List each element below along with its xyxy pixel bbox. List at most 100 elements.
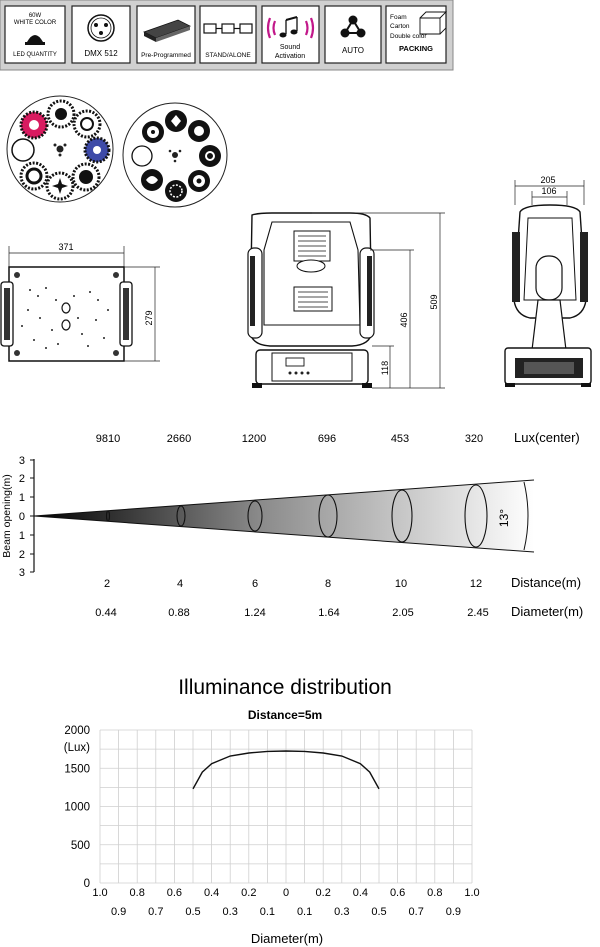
chart-x-tick-label: 0.6 xyxy=(167,887,182,899)
gobo-static-slot-7 xyxy=(141,169,163,191)
gobo-static-slot-4 xyxy=(199,145,221,167)
gobo-rotating-slot-3 xyxy=(72,109,102,139)
badge-led-line-1: 60W xyxy=(29,13,42,19)
beam-chart: Lux(center) 9810 2660 1200 696 453 320 B… xyxy=(1,430,583,619)
chart-x-tick-label: 0.4 xyxy=(353,887,368,899)
badge-packing-line-3: Double color xyxy=(390,33,427,40)
beam-diameter-value: 1.64 xyxy=(318,607,339,619)
chart-x-tick-label: 0.8 xyxy=(427,887,442,899)
xlr-connector-icon xyxy=(87,14,115,42)
gobo-static-slot-2 xyxy=(165,110,187,132)
badge-dmx: DMX 512 xyxy=(71,5,131,64)
music-note-icon xyxy=(266,16,315,39)
dim-side-inner: 106 xyxy=(541,186,556,196)
beam-diameter-value: 0.44 xyxy=(95,607,116,619)
beam-y-tick: 3 xyxy=(19,567,25,579)
chart-x-tick-label: 0.3 xyxy=(334,906,349,918)
badge-stand-alone: STAND/ALONE xyxy=(199,5,257,64)
illuminance-curve xyxy=(192,750,380,790)
fixture-front-view: 406 509 118 xyxy=(247,212,445,389)
chart-x-tick-label: 0.5 xyxy=(185,906,200,918)
beam-lux-value: 696 xyxy=(318,433,336,445)
beam-diameter-value: 0.88 xyxy=(168,607,189,619)
beam-distance-label: Distance(m) xyxy=(511,575,581,590)
gobo-static-slot-5 xyxy=(188,170,210,192)
gobo-wheel-static xyxy=(122,102,228,208)
chart-x-tick-label: 0.2 xyxy=(241,887,256,899)
beam-y-tick: 0 xyxy=(19,511,25,523)
gobo-rotating-slot-1 xyxy=(19,110,49,140)
beam-y-axis-label: Beam opening(m) xyxy=(1,474,13,557)
gobo-static-slot-3 xyxy=(188,120,210,142)
beam-diameter-value: 2.05 xyxy=(392,607,413,619)
beam-diameter-value: 2.45 xyxy=(467,607,488,619)
led-dome-icon xyxy=(27,35,43,42)
badge-packing: Foam Carton Double color PACKING xyxy=(385,5,448,64)
base-top-view: 371 279 xyxy=(0,242,160,362)
badge-led-line-2: WHITE COLOR xyxy=(14,20,57,26)
illuminance-chart: Illuminance distribution Distance=5m (Lu… xyxy=(64,676,480,946)
beam-diameter-label: Diameter(m) xyxy=(511,604,583,619)
beam-distance-tick: 6 xyxy=(252,578,258,590)
chart-y-tick-label: 2000 xyxy=(64,725,90,737)
beam-lux-value: 453 xyxy=(391,433,409,445)
badge-pre-programmed-label: Pre-Programmed xyxy=(141,52,191,59)
gobo-rotating-slot-7 xyxy=(19,161,49,191)
gobo-rotating-slot-open xyxy=(11,138,35,162)
gobo-rotating-slot-6 xyxy=(45,171,75,201)
chart-x-tick-label: 0.9 xyxy=(111,906,126,918)
dim-total-height: 509 xyxy=(429,294,439,309)
fixture-side-view: 205 106 xyxy=(504,175,592,387)
badge-packing-line-2: Carton xyxy=(390,23,410,30)
gobo-wheel-rotating xyxy=(6,95,114,203)
gobo-rotating-slot-2 xyxy=(46,99,76,129)
feature-bar: 60W WHITE COLOR LED QUANTITY DMX 512 xyxy=(0,0,454,71)
chart-x-tick-label: 0.7 xyxy=(409,906,424,918)
chart-y-tick-label: 1000 xyxy=(64,802,90,814)
chart-y-tick-label: 500 xyxy=(71,840,90,852)
beam-distance-tick: 2 xyxy=(104,578,110,590)
beam-y-tick: 2 xyxy=(19,473,25,485)
badge-pre-programmed: Pre-Programmed xyxy=(136,5,196,64)
dim-side-width: 205 xyxy=(540,175,555,185)
badge-auto-label: AUTO xyxy=(342,46,364,55)
carton-box-icon xyxy=(419,11,448,35)
chart-x-tick-label: 0.3 xyxy=(223,906,238,918)
chart-x-tick-label: 1.0 xyxy=(464,887,479,899)
chart-x-tick-label: 0.5 xyxy=(371,906,386,918)
beam-lux-label: Lux(center) xyxy=(514,430,580,445)
badge-led-line-3: LED QUANTITY xyxy=(13,52,57,58)
badge-dmx-label: DMX 512 xyxy=(84,49,118,58)
chip-icon xyxy=(142,19,192,42)
beam-cross-sections xyxy=(105,484,488,548)
chart-x-tick-label: 0.2 xyxy=(316,887,331,899)
linked-units-icon xyxy=(203,23,253,34)
beam-y-tick: 3 xyxy=(19,455,25,467)
gobo-static-slot-open xyxy=(131,145,153,167)
badge-sound-line-2: Activation xyxy=(275,53,305,60)
chart-x-tick-label: 0 xyxy=(283,887,289,899)
chart-x-axis-label: Diameter(m) xyxy=(251,931,323,946)
chart-x-tick-label: 0.6 xyxy=(390,887,405,899)
beam-lux-value: 1200 xyxy=(242,433,266,445)
beam-y-tick: 1 xyxy=(19,492,25,504)
badge-auto: AUTO xyxy=(324,5,382,64)
badge-sound-activation: Sound Activation xyxy=(261,5,320,64)
chart-x-tick-label: 0.1 xyxy=(297,906,312,918)
badge-packing-line-4: PACKING xyxy=(399,44,433,53)
chart-x-tick-label: 0.8 xyxy=(130,887,145,899)
badge-led-quantity: 60W WHITE COLOR LED QUANTITY xyxy=(4,5,66,64)
beam-diameter-value: 1.24 xyxy=(244,607,265,619)
dim-base-depth: 279 xyxy=(144,310,154,325)
gobo-static-slot-1 xyxy=(142,121,164,143)
chart-y-tick-label: 1500 xyxy=(64,763,90,775)
beam-lux-value: 320 xyxy=(465,433,483,445)
beam-distance-tick: 8 xyxy=(325,578,331,590)
beam-y-tick: 2 xyxy=(19,549,25,561)
beam-lux-value: 9810 xyxy=(96,433,120,445)
dim-base-height: 118 xyxy=(380,361,390,375)
base-vent-holes xyxy=(21,287,109,349)
chart-grid xyxy=(99,729,473,884)
